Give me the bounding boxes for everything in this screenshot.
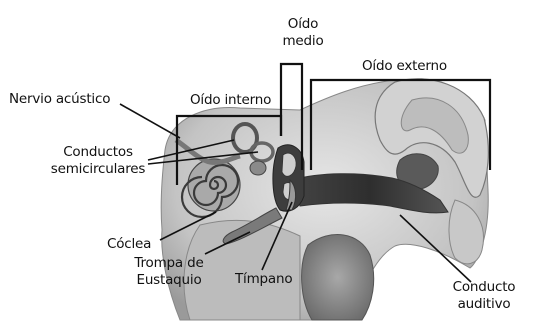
label-trompa-eustaquio: Trompa de Eustaquio xyxy=(128,255,210,289)
label-conducto-auditivo-line2: auditivo xyxy=(444,296,524,313)
label-oido-medio-line1: Oído xyxy=(277,16,329,33)
label-oido-interno: Oído interno xyxy=(190,92,271,109)
label-oido-medio-line2: medio xyxy=(277,33,329,50)
label-trompa-line1: Trompa de xyxy=(128,255,210,272)
jaw-bone xyxy=(302,235,374,320)
label-conducto-auditivo-line1: Conducto xyxy=(444,279,524,296)
label-conductos-semicirculares: Conductos semicirculares xyxy=(44,144,152,178)
label-nervio-acustico: Nervio acústico xyxy=(9,91,110,108)
label-oido-externo: Oído externo xyxy=(362,58,447,75)
label-timpano: Tímpano xyxy=(235,271,292,288)
label-conducto-auditivo: Conducto auditivo xyxy=(444,279,524,313)
label-conductos-line2: semicirculares xyxy=(44,161,152,178)
label-conductos-line1: Conductos xyxy=(44,144,152,161)
label-trompa-line2: Eustaquio xyxy=(128,272,210,289)
vestibule xyxy=(250,161,266,175)
label-coclea: Cóclea xyxy=(107,236,151,253)
label-oido-medio: Oído medio xyxy=(277,16,329,50)
